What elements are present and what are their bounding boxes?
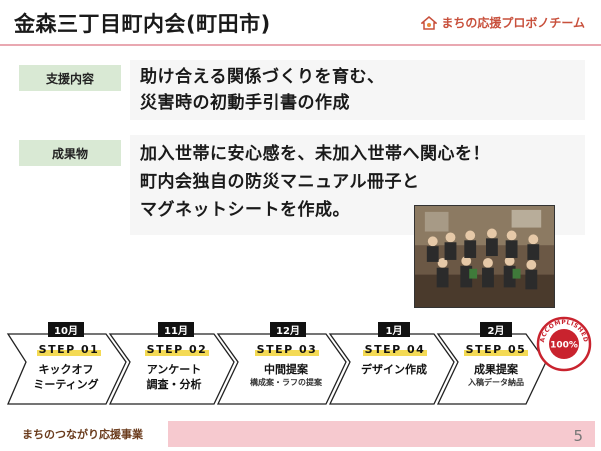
step-3-number: STEP 03 (254, 343, 320, 356)
page-number: 5 (573, 427, 583, 445)
deliverable-line-3: マグネットシートを作成。 (140, 200, 350, 220)
step-4-title: デザイン作成 (361, 363, 427, 376)
step-5-title: 成果提案 (474, 363, 518, 376)
step-3-subtitle: 構成案・ラフの提案 (250, 378, 322, 387)
deliverable-line-1: 加入世帯に安心感を、未加入世帯へ関心を！ (140, 144, 490, 164)
step-3: 12月 STEP 03 中間提案 構成案・ラフの提案 (234, 314, 338, 410)
header-divider (0, 44, 601, 46)
step-2-title: アンケート 調査・分析 (146, 363, 202, 391)
accomplished-stamp: ACCOMPLISHED 100% (536, 316, 592, 372)
step-5: 2月 STEP 05 成果提案 入稿データ納品 (450, 314, 542, 410)
brand-name: まちの応援プロボノチーム (441, 16, 585, 30)
brand-logo: まちの応援プロボノチーム (421, 14, 585, 31)
step-4-month: 1月 (378, 322, 410, 337)
support-band (130, 60, 585, 120)
step-2-number: STEP 02 (144, 343, 210, 356)
footer-label: まちのつながり応援事業 (22, 428, 143, 441)
step-3-title: 中間提案 (264, 363, 308, 376)
step-1: 10月 STEP 01 キックオフ ミーティング (16, 314, 116, 410)
step-5-subtitle: 入稿データ納品 (468, 378, 524, 387)
page-title: 金森三丁目町内会(町田市) (14, 12, 271, 36)
step-2: 11月 STEP 02 アンケート 調査・分析 (124, 314, 224, 410)
step-4-number: STEP 04 (362, 343, 428, 356)
footer-band (168, 421, 595, 447)
step-3-month: 12月 (270, 322, 306, 337)
house-icon (421, 15, 438, 30)
support-text: 助け合える関係づくりを育む、 災害時の初動手引書の作成 (140, 64, 385, 116)
support-line-1: 助け合える関係づくりを育む、 (140, 67, 385, 87)
step-1-number: STEP 01 (36, 343, 102, 356)
deliverable-line-2: 町内会独自の防災マニュアル冊子と (140, 172, 420, 192)
step-2-month: 11月 (158, 322, 194, 337)
support-line-2: 災害時の初動手引書の作成 (140, 93, 350, 113)
step-5-number: STEP 05 (463, 343, 529, 356)
deliverable-label: 成果物 (19, 140, 121, 166)
support-label: 支援内容 (19, 65, 121, 91)
step-5-month: 2月 (480, 322, 512, 337)
group-photo (414, 205, 555, 308)
header: 金森三丁目町内会(町田市) まちの応援プロボノチーム (0, 0, 601, 46)
stamp-center-text: 100% (550, 341, 578, 351)
step-1-title: キックオフ ミーティング (33, 363, 99, 391)
step-4: 1月 STEP 04 デザイン作成 (344, 314, 444, 410)
step-timeline: 10月 STEP 01 キックオフ ミーティング 11月 STEP 02 アンケ… (6, 314, 596, 410)
deliverable-text: 加入世帯に安心感を、未加入世帯へ関心を！ 町内会独自の防災マニュアル冊子と マグ… (140, 140, 490, 224)
step-1-month: 10月 (48, 322, 84, 337)
